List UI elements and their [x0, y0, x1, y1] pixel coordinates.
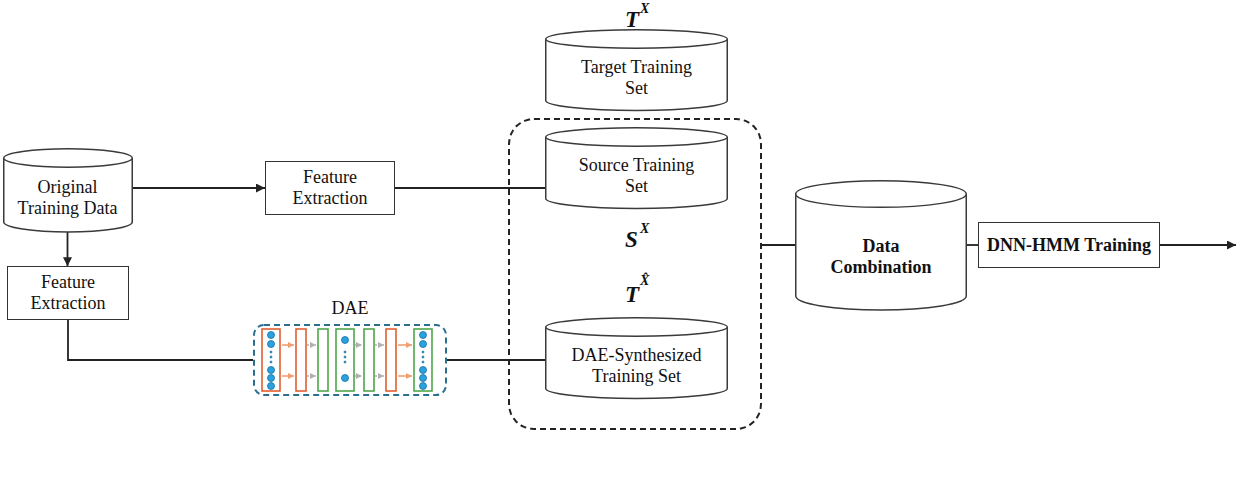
- hidden-layer: [364, 329, 374, 391]
- neuron: [420, 332, 427, 339]
- output-arrow: [1160, 244, 1236, 246]
- cylinder-top: [3, 149, 132, 168]
- set-symbol: T: [625, 6, 639, 34]
- node-label: DAE-Synthesized Training Set: [557, 345, 717, 386]
- decoder-layer: [386, 329, 396, 391]
- neuron: [420, 367, 427, 374]
- connector-line: [447, 359, 545, 361]
- data-cylinder: Source Training Set: [545, 127, 728, 208]
- node-label: DNN-HMM Training: [987, 235, 1151, 256]
- set-symbol: X: [640, 1, 649, 18]
- set-symbol: X̂: [640, 273, 649, 290]
- ellipsis-dot: [344, 356, 346, 358]
- encoder-layer: [262, 329, 280, 391]
- layer-arrow: [307, 375, 316, 377]
- cylinder-body: [546, 137, 728, 208]
- ellipsis-dot: [270, 356, 272, 358]
- neuron: [420, 375, 427, 382]
- cylinder-top: [796, 181, 967, 208]
- neuron: [268, 332, 275, 339]
- cylinder-body: [546, 327, 728, 398]
- set-symbol: X: [640, 221, 649, 238]
- ellipsis-dot: [422, 356, 424, 358]
- connector-line: [68, 320, 253, 360]
- ellipsis-dot: [422, 361, 424, 363]
- neuron: [268, 383, 275, 390]
- neuron: [420, 383, 427, 390]
- output-layer: [414, 329, 432, 391]
- neuron: [342, 375, 349, 382]
- neuron: [342, 337, 349, 344]
- node-label: Feature Extraction: [275, 167, 385, 208]
- connector-line: [395, 187, 545, 189]
- encoder-layer: [296, 329, 306, 391]
- cylinder-top: [546, 128, 728, 147]
- neuron: [268, 367, 275, 374]
- layer-arrow: [282, 375, 294, 377]
- neuron: [268, 375, 275, 382]
- layer-arrow: [307, 344, 316, 346]
- data-cylinder: Original Training Data: [3, 148, 133, 232]
- connector-line: [967, 244, 978, 246]
- cylinder-body: [546, 39, 728, 110]
- cylinder-top: [546, 318, 728, 337]
- layer-arrow: [398, 344, 412, 346]
- node-label: Data Combination: [821, 236, 941, 277]
- node-label: Feature Extraction: [16, 272, 120, 313]
- process-box: Feature Extraction: [7, 266, 129, 319]
- hidden-layer: [318, 329, 328, 391]
- data-cylinder: DAE-Synthesized Training Set: [545, 317, 728, 398]
- set-symbol: S: [625, 226, 638, 254]
- set-symbol: T: [625, 281, 639, 309]
- data-cylinder: Target Training Set: [545, 29, 728, 110]
- layer-arrow: [375, 344, 384, 346]
- ellipsis-dot: [270, 361, 272, 363]
- data-cylinder: Data Combination: [795, 180, 967, 310]
- dae-block: DAE: [253, 298, 447, 398]
- node-label: Source Training Set: [578, 155, 696, 196]
- ellipsis-dot: [344, 361, 346, 363]
- ellipsis-dot: [270, 351, 272, 353]
- bottleneck-layer: [336, 329, 354, 391]
- network-layers: [262, 329, 432, 391]
- dae-outline: [254, 325, 446, 395]
- layer-arrow: [282, 344, 294, 346]
- layer-arrow: [355, 375, 362, 377]
- layer-arrow: [375, 375, 384, 377]
- layer-arrow: [355, 344, 362, 346]
- neuron: [268, 341, 275, 348]
- connector-line: [762, 244, 795, 246]
- dashed-group: SX TX̂ Source Training SetDAE-Synthesized …: [508, 118, 762, 430]
- layer-arrow: [398, 375, 412, 377]
- cylinder-top: [546, 30, 728, 49]
- ellipsis-dot: [344, 351, 346, 353]
- neuron-dots: [268, 332, 427, 390]
- node-label: Target Training Set: [578, 57, 696, 98]
- block-title: DAE: [253, 298, 447, 320]
- neuron: [420, 341, 427, 348]
- process-box: DNN-HMM Training: [978, 222, 1160, 268]
- cylinder-body: [3, 158, 132, 232]
- ellipsis-dot: [422, 351, 424, 353]
- connector-line: [133, 187, 266, 189]
- cylinder-body: [796, 194, 967, 310]
- process-box: Feature Extraction: [265, 161, 395, 214]
- node-label: Original Training Data: [12, 177, 124, 218]
- layer-arrows: [282, 345, 412, 376]
- connector-line: [67, 232, 69, 266]
